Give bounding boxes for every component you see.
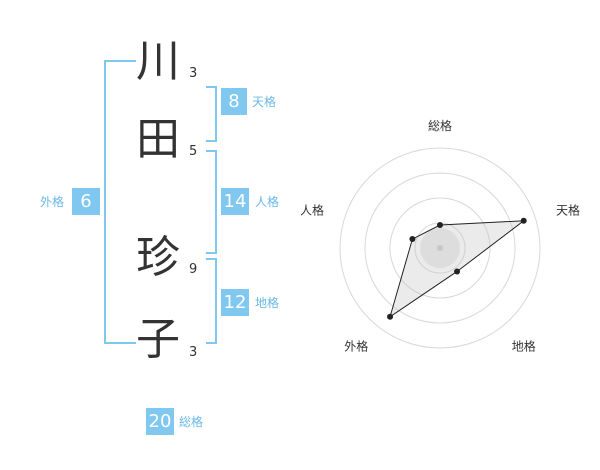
gaikaku-bracket: [104, 60, 136, 344]
jinkaku-value: 14: [221, 188, 249, 215]
radar-axis-label-4: 外格: [344, 339, 368, 354]
soukaku-value: 20: [146, 408, 174, 435]
chikaku-bracket: [206, 258, 217, 344]
radar-axis-label-2: 天格: [556, 202, 580, 217]
soukaku-label: 総格: [179, 415, 204, 429]
tenkaku-value: 8: [221, 88, 247, 115]
radar-ring-3: [364, 172, 516, 324]
name-char-1: 川: [136, 36, 180, 87]
radar-ring-2: [389, 197, 491, 299]
gaikaku-label: 外格: [40, 195, 65, 209]
radar-point-2: [520, 217, 527, 224]
gaikaku-value: 6: [72, 188, 100, 215]
radar-point-3: [454, 268, 461, 275]
radar-center-dot: [437, 245, 443, 251]
name-char-4: 子: [136, 314, 180, 365]
radar-point-4: [387, 313, 394, 320]
jinkaku-bracket: [206, 150, 217, 254]
name-char-2: 田: [136, 114, 180, 165]
chikaku-label: 地格: [255, 296, 280, 310]
name-char-3: 珍: [136, 232, 180, 283]
tenkaku-bracket: [206, 86, 217, 142]
stroke-count-4: 3: [189, 345, 198, 360]
radar-ring-4: [339, 147, 541, 349]
radar-axis-label-1: 総格: [428, 118, 452, 133]
jinkaku-label: 人格: [255, 195, 280, 209]
radar-axis-label-5: 人格: [300, 202, 324, 217]
radar-axis-label-3: 地格: [512, 339, 536, 354]
stroke-count-3: 9: [189, 262, 198, 277]
stroke-count-1: 3: [189, 66, 198, 81]
tenkaku-label: 天格: [252, 95, 277, 109]
stroke-count-2: 5: [189, 144, 198, 159]
radar-point-1: [437, 222, 443, 228]
chikaku-value: 12: [221, 289, 249, 316]
radar-point-5: [409, 236, 416, 243]
